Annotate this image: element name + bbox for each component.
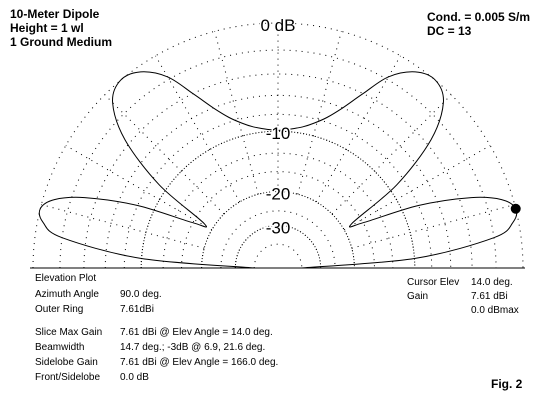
title-line: 1 Ground Medium [10,35,112,49]
info-label: Slice Max Gain [35,327,103,338]
grid-ring [253,243,303,269]
info-value: 7.61 dBi [471,291,508,302]
info-label: Outer Ring [35,304,84,315]
info-label: Beamwidth [35,342,85,353]
grid-spoke [297,31,342,195]
conductivity-text: Cond. = 0.005 S/m [427,10,531,24]
info-row: Cursor Elev [407,277,459,289]
info-label: Cursor Elev [407,277,460,288]
grid-spoke [41,204,205,249]
dielectric-text: DC = 13 [427,24,472,38]
antenna-title: 10-Meter Dipole Height = 1 wl 1 Ground M… [10,7,112,49]
info-value: 0.0 dB [120,372,149,383]
info-label: Elevation Plot [35,273,97,284]
grid-ring [59,49,497,269]
figure-label: Fig. 2 [491,377,523,391]
grid-spoke [214,31,259,195]
grid-spoke [104,94,225,215]
ring-label: -20 [266,185,291,204]
grid-ring-major [234,224,322,269]
ring-label: -10 [266,124,291,143]
grid-spoke [315,55,401,203]
grid-spoke [65,145,213,231]
grid-spoke [331,94,452,215]
info-value: 14.7 deg.; -3dB @ 6.9, 21.6 deg. [120,342,266,353]
grid-ring [162,152,394,269]
grid-ring [104,94,452,269]
grid-spokes [41,23,515,249]
info-label: Azimuth Angle [35,289,99,300]
info-value: 7.61 dBi @ Elev Angle = 166.0 deg. [120,357,279,368]
title-line: Height = 1 wl [10,21,84,35]
info-row: Gain [407,291,428,303]
grid-spoke [155,55,241,203]
grid-ring [83,73,473,269]
grid-spoke [343,145,491,231]
title-line: 10-Meter Dipole [10,7,100,21]
info-value: 90.0 deg. [120,289,162,300]
plot-info-left: Elevation Plot Azimuth Angle 90.0 deg. Ou… [0,273,400,393]
ring-label: 0 dB [261,16,296,35]
info-row: 14.0 deg. [471,277,513,289]
ring-label: -30 [266,218,291,237]
info-row: 0.0 dBmax [471,305,519,317]
info-row: 7.61 dBi [471,291,508,303]
cursor-info: Cursor Elev 14.0 deg. Gain 7.61 dBi 0.0 … [407,277,547,327]
info-value: 14.0 deg. [471,277,513,288]
grid-ring [123,113,433,269]
info-label: Gain [407,291,429,302]
info-value: 7.61dBi [120,304,154,315]
ring-labels: 0 dB -10 -20 -30 [259,15,297,239]
cursor-marker [510,203,521,214]
info-label: Sidelobe Gain [35,357,98,368]
grid-ring-major [201,191,355,269]
info-value: 7.61 dBi @ Elev Angle = 14.0 deg. [120,327,273,338]
radiation-pattern [38,71,518,269]
ground-conditions: Cond. = 0.005 S/m DC = 13 [427,10,530,38]
info-value: 0.0 dBmax [471,305,519,316]
info-label: Front/Sidelobe [35,372,101,383]
grid-spoke [351,204,515,249]
